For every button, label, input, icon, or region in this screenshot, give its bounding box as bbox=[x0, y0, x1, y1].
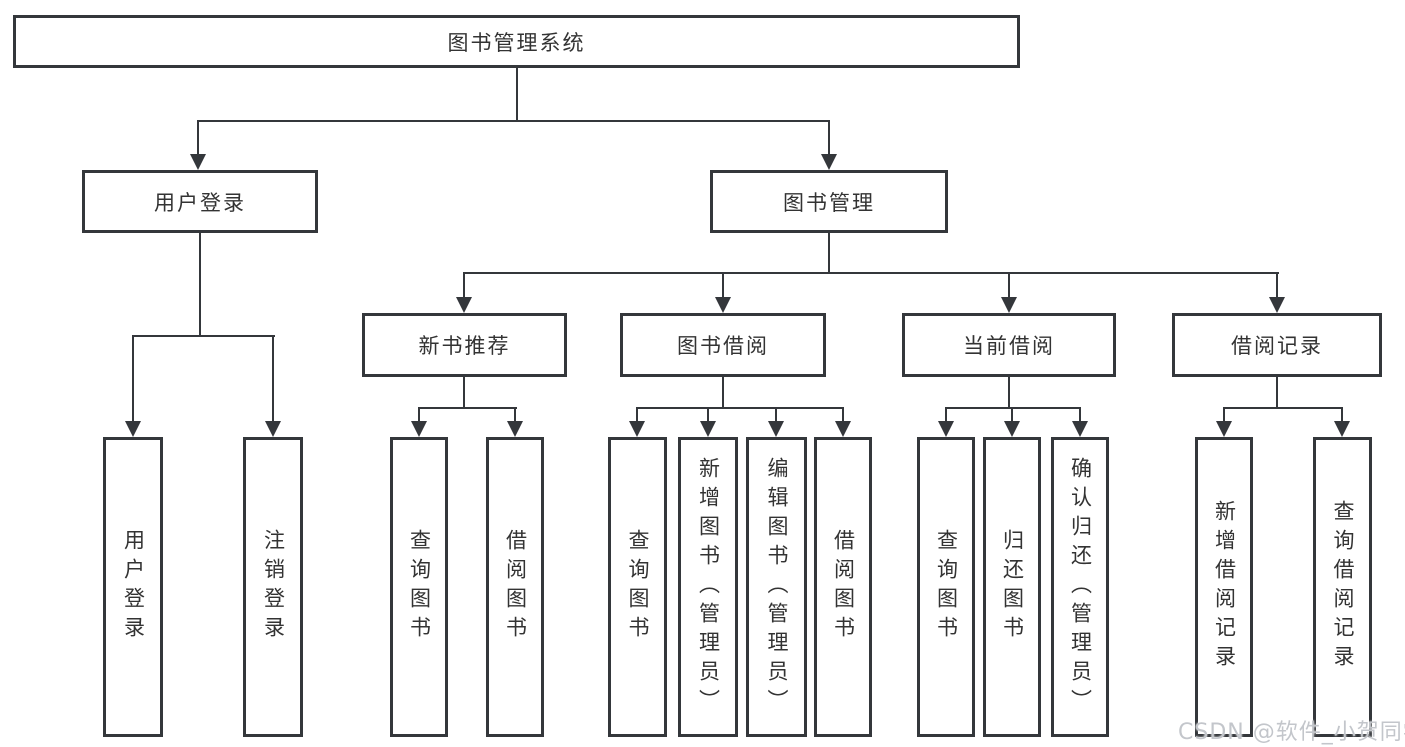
connector-current-rail bbox=[945, 407, 1081, 409]
connector-userlogin-stub-right bbox=[272, 335, 274, 421]
csdn-watermark: CSDN @软件_小贺同学 bbox=[1178, 720, 1405, 745]
node-edit-books-admin: 编辑图书（管理员） bbox=[746, 437, 807, 737]
connector-bookmgmt-stem bbox=[828, 233, 830, 272]
connector-current-stub-3 bbox=[1079, 407, 1081, 421]
connector-root-stub-left bbox=[197, 120, 199, 154]
connector-userlogin-rail bbox=[132, 335, 275, 337]
node-query-books-current: 查询图书 bbox=[917, 437, 975, 737]
node-book-management: 图书管理 bbox=[710, 170, 948, 233]
arrow-down-icon bbox=[456, 297, 472, 313]
arrow-down-icon bbox=[715, 297, 731, 313]
node-new-book-recommend: 新书推荐 bbox=[362, 313, 567, 377]
arrow-down-icon bbox=[821, 154, 837, 170]
node-query-books-recommend: 查询图书 bbox=[390, 437, 448, 737]
connector-bookmgmt-stub-2 bbox=[722, 272, 724, 297]
connector-root-rail bbox=[197, 120, 830, 122]
node-add-borrow-record: 新增借阅记录 bbox=[1195, 437, 1253, 737]
connector-root-stub-right bbox=[828, 120, 830, 154]
node-user-login-action: 用户登录 bbox=[103, 437, 163, 737]
node-borrow-records: 借阅记录 bbox=[1172, 313, 1382, 377]
node-book-borrow: 图书借阅 bbox=[620, 313, 826, 377]
arrow-down-icon bbox=[507, 421, 523, 437]
node-user-login: 用户登录 bbox=[82, 170, 318, 233]
connector-bookmgmt-stub-1 bbox=[463, 272, 465, 297]
arrow-down-icon bbox=[629, 421, 645, 437]
arrow-down-icon bbox=[1001, 297, 1017, 313]
node-query-borrow-record: 查询借阅记录 bbox=[1313, 437, 1372, 737]
arrow-down-icon bbox=[1004, 421, 1020, 437]
arrow-down-icon bbox=[700, 421, 716, 437]
arrow-down-icon bbox=[835, 421, 851, 437]
connector-records-stem bbox=[1276, 377, 1278, 407]
node-library-system: 图书管理系统 bbox=[13, 15, 1020, 68]
connector-current-stub-2 bbox=[1011, 407, 1013, 421]
node-borrow-books-recommend: 借阅图书 bbox=[486, 437, 544, 737]
arrow-down-icon bbox=[1334, 421, 1350, 437]
connector-borrow-stub-4 bbox=[842, 407, 844, 421]
arrow-down-icon bbox=[411, 421, 427, 437]
node-logout-action: 注销登录 bbox=[243, 437, 303, 737]
connector-recommend-stub-1 bbox=[418, 407, 420, 421]
connector-userlogin-stub-left bbox=[132, 335, 134, 421]
connector-current-stem bbox=[1008, 377, 1010, 407]
arrow-down-icon bbox=[1269, 297, 1285, 313]
connector-userlogin-stem bbox=[199, 233, 201, 335]
arrow-down-icon bbox=[938, 421, 954, 437]
arrow-down-icon bbox=[125, 421, 141, 437]
node-query-books-borrow: 查询图书 bbox=[608, 437, 667, 737]
connector-current-stub-1 bbox=[945, 407, 947, 421]
connector-borrow-stub-3 bbox=[775, 407, 777, 421]
connector-records-stub-2 bbox=[1341, 407, 1343, 421]
connector-borrow-rail bbox=[636, 407, 844, 409]
arrow-down-icon bbox=[190, 154, 206, 170]
node-add-books-admin: 新增图书（管理员） bbox=[678, 437, 738, 737]
arrow-down-icon bbox=[265, 421, 281, 437]
connector-recommend-stem bbox=[463, 377, 465, 407]
arrow-down-icon bbox=[1072, 421, 1088, 437]
connector-borrow-stub-2 bbox=[707, 407, 709, 421]
connector-records-rail bbox=[1223, 407, 1343, 409]
node-confirm-return-admin: 确认归还（管理员） bbox=[1051, 437, 1109, 737]
connector-records-stub-1 bbox=[1223, 407, 1225, 421]
node-borrow-books-borrow: 借阅图书 bbox=[814, 437, 872, 737]
arrow-down-icon bbox=[1216, 421, 1232, 437]
connector-bookmgmt-stub-3 bbox=[1008, 272, 1010, 297]
connector-recommend-stub-2 bbox=[514, 407, 516, 421]
connector-bookmgmt-rail bbox=[463, 272, 1279, 274]
connector-recommend-rail bbox=[418, 407, 517, 409]
node-return-books: 归还图书 bbox=[983, 437, 1041, 737]
connector-root-stem bbox=[516, 68, 518, 120]
arrow-down-icon bbox=[768, 421, 784, 437]
connector-bookmgmt-stub-4 bbox=[1276, 272, 1278, 297]
node-current-borrow: 当前借阅 bbox=[902, 313, 1116, 377]
connector-borrow-stub-1 bbox=[636, 407, 638, 421]
connector-borrow-stem bbox=[722, 377, 724, 407]
